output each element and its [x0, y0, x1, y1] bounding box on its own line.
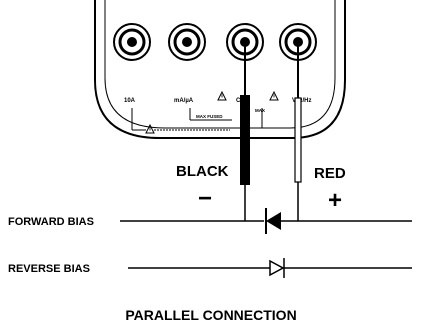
fuse-sub-label: MAX FUSED — [196, 114, 223, 119]
warning-icon-fused — [145, 123, 155, 134]
fuse-connector-lines — [131, 108, 263, 131]
diagram-caption: PARALLEL CONNECTION — [125, 307, 296, 323]
multimeter-body — [94, 0, 346, 139]
reverse-bias-label: REVERSE BIAS — [8, 263, 90, 275]
forward-diode-symbol — [265, 208, 281, 234]
jack-ma[interactable] — [168, 23, 206, 61]
terminal-label-ma: mA/µA — [174, 98, 194, 104]
black-probe-sign: − — [198, 185, 212, 212]
red-probe-label: RED — [314, 165, 346, 182]
red-probe-sign: + — [328, 187, 342, 214]
red-probe-lead — [294, 42, 302, 221]
warning-icon-ma — [217, 90, 227, 101]
forward-bias-label: FORWARD BIAS — [8, 216, 94, 228]
reverse-bias-circuit — [128, 258, 412, 278]
meter-outline — [94, 0, 346, 139]
warning-icon-volt — [269, 90, 279, 101]
black-probe-label: BLACK — [176, 163, 229, 180]
forward-bias-circuit — [120, 208, 412, 234]
volt-sub-label: MAX — [255, 108, 265, 113]
terminal-label-volt: V/Ω/Hz — [292, 98, 311, 104]
reverse-diode-symbol — [269, 258, 285, 278]
terminal-label-10a: 10A — [124, 98, 136, 104]
jack-10a[interactable] — [113, 23, 151, 61]
meter-inner-outline — [104, 0, 336, 129]
black-probe-lead — [240, 42, 250, 221]
